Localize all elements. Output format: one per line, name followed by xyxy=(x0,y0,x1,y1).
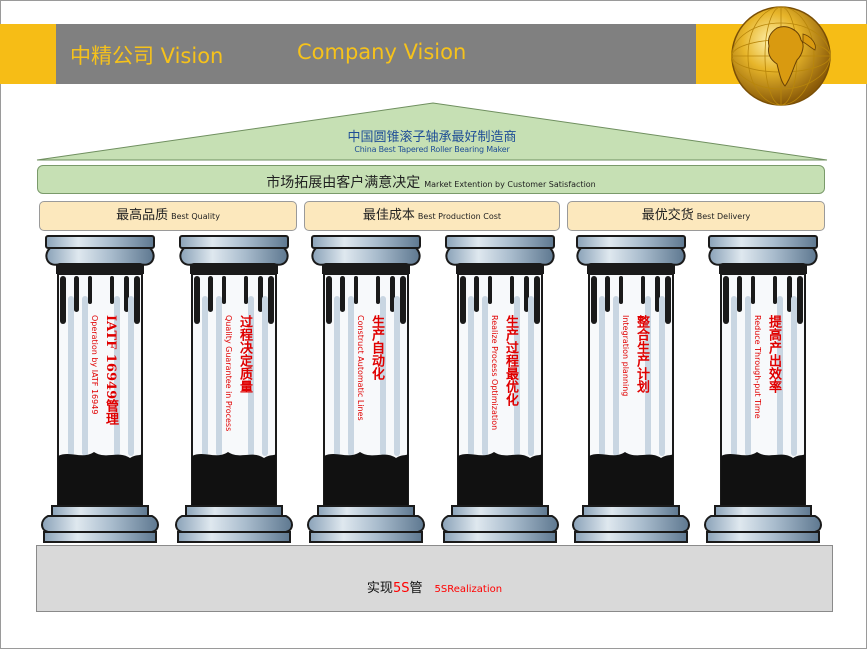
pillar-label-automation: 生产自动化 Construct Automatic Lines xyxy=(346,315,386,475)
pillar-label-cn: 提高产出效率 xyxy=(766,315,781,393)
band-label-en: Market Extention by Customer Satisfactio… xyxy=(424,180,596,189)
box-label-en: Best Production Cost xyxy=(417,212,502,221)
box-label-en: Best Delivery xyxy=(696,212,751,221)
band-label-cn: 市场拓展由客户满意决定 xyxy=(266,175,421,191)
box-label-en: Best Quality xyxy=(171,212,220,221)
box-label-cn: 最佳成本 xyxy=(362,208,415,223)
pillar-label-quality: 过程决定质量 Quality Guarantee in Process xyxy=(214,315,254,475)
foundation-5s: 实现5S管 5SRealization xyxy=(36,545,833,612)
header-accent-left xyxy=(0,24,56,84)
pillar-label-cn: 生产过程最优化 xyxy=(503,315,518,406)
pillar-label-cn: 生产自动化 xyxy=(369,315,384,380)
pillar-label-planning: 整合生产计划 Integration planning xyxy=(611,315,651,475)
globe-icon xyxy=(731,6,831,106)
header-title-cn: 中精公司 Vision xyxy=(70,44,224,68)
header-bar xyxy=(56,24,696,84)
box-label-cn: 最高品质 xyxy=(116,208,169,223)
base-label-cn-a: 实现 xyxy=(366,581,393,596)
pillar-label-cn: 整合生产计划 xyxy=(634,315,649,393)
pillar-label-en: Construct Automatic Lines xyxy=(356,315,365,421)
pillar-label-en: Quality Guarantee in Process xyxy=(224,315,233,432)
base-label-5s: 5S xyxy=(392,581,410,596)
base-label-cn-b: 管 xyxy=(409,581,423,596)
pillar-label-en: Reduce Through-put Time xyxy=(753,315,762,419)
box-label-cn: 最优交货 xyxy=(641,208,694,223)
pillar-label-en: Realize Process Optimization xyxy=(490,315,499,431)
header-title-en: Company Vision xyxy=(297,40,467,64)
pillar-label-iatf: IATF 16949管理 Operation by IATF 16949 xyxy=(80,315,120,475)
pillar-label-cn: 过程决定质量 xyxy=(237,315,252,393)
base-label-en: 5SRealization xyxy=(434,584,503,595)
pillar-label-en: Integration planning xyxy=(621,315,630,397)
pillar-label-en: Operation by IATF 16949 xyxy=(90,315,99,415)
pillar-label-optimization: 生产过程最优化 Realize Process Optimization xyxy=(480,315,520,475)
roof-label-en: China Best Tapered Roller Bearing Maker xyxy=(354,145,510,154)
pillar-label-cn: IATF 16949管理 xyxy=(103,315,118,426)
roof-label-cn: 中国圆锥滚子轴承最好制造商 xyxy=(347,130,517,145)
pillar-label-throughput: 提高产出效率 Reduce Through-put Time xyxy=(743,315,783,475)
